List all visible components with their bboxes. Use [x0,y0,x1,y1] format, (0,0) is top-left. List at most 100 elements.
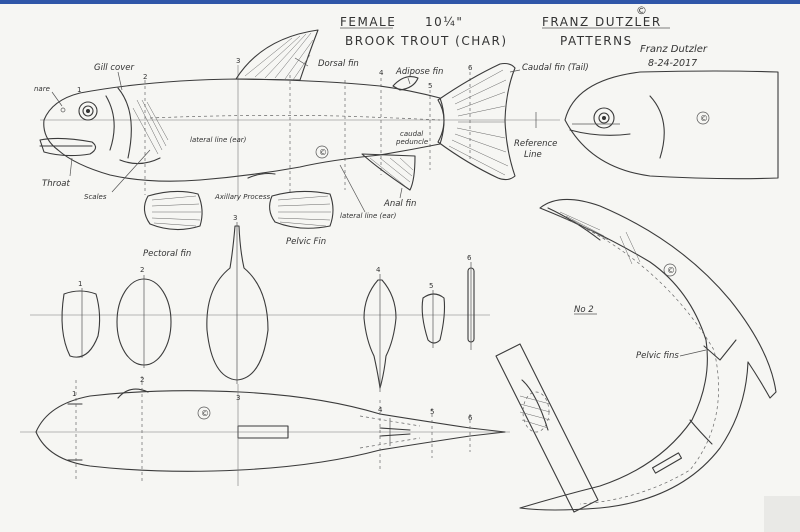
nare-spot [60,107,66,113]
section-3 [206,225,269,381]
dorsal-fin [235,29,319,81]
curved-fish-head-line [547,207,601,241]
head-closeup-eye-inner [598,112,610,124]
jaw [39,137,97,157]
pelvic-fin-rays [277,195,331,227]
drawing-date: 8-24-2017 [648,58,697,69]
top-view-copyright-circle [197,406,211,420]
label-gill-cover: Gill cover [94,63,135,73]
detail-panel-curve [521,379,549,431]
pectoral-fin-detail: Pectoral fin [143,190,203,259]
leader-pelvic-fins [679,349,707,357]
eye-outer [78,101,98,121]
label-lateral-line-1: lateral line (ear) [190,136,247,144]
top-num-4: 4 [378,406,383,414]
top-view-eyes [67,403,83,461]
title-block: FEMALE 10¼" BROOK TROUT (CHAR) FRANZ DUT… [340,4,708,69]
detail-panel-frame [495,343,599,513]
pectoral-attach [119,157,161,165]
leader-gill-cover [117,71,123,91]
section-num-2: 2 [140,266,144,274]
leader-caudal [509,69,521,73]
station-num-4: 4 [379,69,384,77]
head-closeup-copyright-circle [696,111,710,125]
anal-fin [361,153,416,191]
gill-hatch [132,99,169,155]
head-closeup-gill [649,95,665,159]
label-nare: nare [34,85,50,93]
head-closeup-pupil [602,116,606,120]
head-closeup-eye-outer [593,107,615,129]
curved-anal-fin [689,419,713,445]
section-1 [61,290,101,358]
label-anal-fin: Anal fin [383,199,416,209]
title-female: FEMALE [340,15,396,29]
curved-pelvic-fins [703,339,737,361]
caudal-fin-rays [448,69,509,176]
curved-dorsal-base [651,452,683,474]
label-no2: No 2 [574,305,594,315]
detail-panel-oval [522,391,550,433]
top-view-taper-dash [359,415,421,449]
section-5 [421,293,446,344]
curved-view-no2: © No 2 Pelvic fins [519,198,777,511]
label-adipose-fin: Adipose fin [395,67,443,77]
body-outline [43,78,445,182]
top-view-dorsal-ridge [117,388,149,399]
head-closeup: © [564,70,779,180]
leader-dorsal [294,57,309,67]
leader-lateral-line-2 [339,164,366,213]
copyright-mark-side: © [319,148,327,157]
axillary-process-shape [247,172,276,179]
top-banner-strip [0,0,800,4]
curved-copyright-mark: © [667,266,675,275]
station-num-1: 1 [77,86,81,94]
copyright-circle-side [315,145,329,159]
cross-sections: 1 2 3 4 5 6 [30,214,490,392]
pectoral-fin-rays [151,195,201,227]
title-species: BROOK TROUT (CHAR) [345,34,508,48]
head-closeup-copyright-mark: © [700,114,708,123]
top-num-2: 2 [140,376,144,384]
label-reference-line-1: Reference [514,139,557,149]
pelvic-fin-detail: Pelvic Fin [269,190,334,247]
section-num-5: 5 [429,282,433,290]
leader-scales [111,149,151,193]
curved-fish-outline [519,198,777,511]
top-num-6: 6 [468,414,473,422]
label-pelvic-fins: Pelvic fins [636,351,679,361]
station-num-6: 6 [468,64,473,72]
head-closeup-mouth [569,129,631,136]
eye-pupil [86,109,90,113]
patterns-text: PATTERNS [560,34,633,48]
leader-nare [51,91,63,107]
adipose-fin [392,76,419,91]
caudal-fin [437,62,516,181]
curved-copyright-circle [663,263,677,277]
author-name: FRANZ DUTZLER [542,15,662,29]
label-caudal-fin: Caudal fin (Tail) [522,63,589,73]
detail-panel-hatch [519,395,551,429]
label-throat: Throat [42,179,70,189]
station-num-2: 2 [143,73,147,81]
leader-adipose [407,77,411,85]
anal-fin-rays [369,157,414,187]
label-lateral-line-2: lateral line (ear) [340,212,397,220]
label-axillary-process: Axillary Process [214,193,270,201]
side-view-fish: © 1 2 3 4 5 6 nare Gill cover Dorsal fin… [34,29,589,220]
curved-fish-lateral-line [559,215,719,505]
section-num-3: 3 [233,214,237,222]
title-length: 10¼" [425,15,463,29]
label-scales: Scales [84,193,107,201]
section-num-4: 4 [376,266,381,274]
label-pectoral-fin: Pectoral fin [143,249,191,259]
top-view-fish: © 1 2 3 4 5 6 [20,376,510,486]
eye-iris [82,105,94,117]
lateral-line [149,114,441,121]
scan-corner-shade [764,496,800,532]
operculum-line [105,95,115,151]
leader-anal [399,187,403,199]
gill-cover-edge [117,87,132,159]
